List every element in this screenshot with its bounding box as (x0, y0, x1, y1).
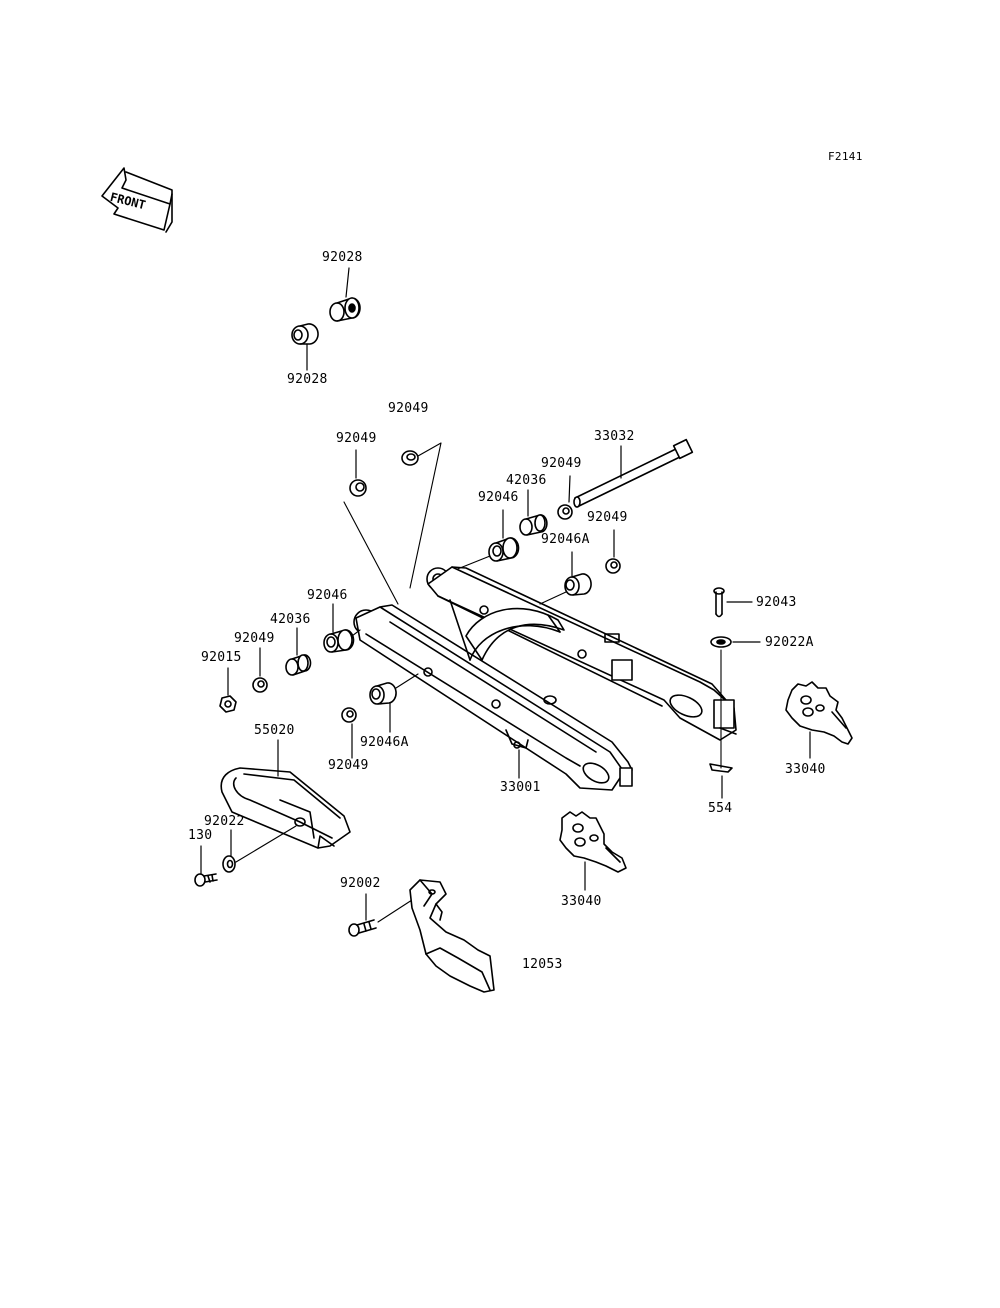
bearing-92046-upper (488, 537, 520, 562)
washer-92022 (222, 855, 236, 873)
spacer-92049-e (252, 677, 268, 693)
spacer-92049-f (341, 707, 357, 723)
label-92049-f: 92049 (328, 758, 369, 773)
label-92046A-a: 92046A (541, 532, 590, 547)
washer-92022A (710, 636, 732, 648)
chain-adjuster-33040-right (785, 681, 853, 745)
pivot-shaft-33032 (573, 438, 694, 508)
bushing-92028-top (329, 297, 361, 322)
label-42036-b: 42036 (270, 612, 311, 627)
label-92046-a: 92046 (478, 490, 519, 505)
label-92022: 92022 (204, 814, 245, 829)
bolt-92002 (348, 919, 377, 937)
label-92015: 92015 (201, 650, 242, 665)
chain-slider-55020 (220, 767, 351, 849)
diagram-code: F2141 (828, 150, 863, 163)
nut-92015 (219, 695, 237, 713)
label-92028-top: 92028 (322, 250, 363, 265)
label-92002: 92002 (340, 876, 381, 891)
label-92049-a: 92049 (388, 401, 429, 416)
label-33032: 33032 (594, 429, 635, 444)
chain-adjuster-33040-lower (559, 811, 627, 873)
label-92046A-b: 92046A (360, 735, 409, 750)
label-92049-b: 92049 (336, 431, 377, 446)
bearing-92046A-upper (564, 573, 592, 596)
spacer-92049-upper-left (349, 479, 367, 497)
sleeve-42036-lower (285, 654, 312, 676)
label-92049-e: 92049 (234, 631, 275, 646)
label-42036-a: 42036 (506, 473, 547, 488)
sleeve-42036-upper (519, 514, 548, 536)
swingarm-33001 (353, 566, 737, 791)
chain-guard-12053 (409, 879, 495, 993)
label-55020: 55020 (254, 723, 295, 738)
spacer-92049-c (557, 504, 573, 520)
pin-92043 (713, 587, 725, 618)
label-554: 554 (708, 801, 733, 816)
bushing-92028-bottom (291, 323, 319, 345)
bearing-92046-lower (323, 629, 355, 653)
front-arrow-icon (101, 167, 173, 233)
label-92046-b: 92046 (307, 588, 348, 603)
label-130: 130 (188, 828, 213, 843)
label-33040-lower: 33040 (561, 894, 602, 909)
spacer-92049-d (605, 558, 621, 574)
label-92043: 92043 (756, 595, 797, 610)
spacer-92049-upper (401, 450, 419, 466)
bolt-130 (194, 873, 218, 887)
label-33001: 33001 (500, 780, 541, 795)
label-92022A: 92022A (765, 635, 814, 650)
label-92049-c: 92049 (541, 456, 582, 471)
label-92049-d: 92049 (587, 510, 628, 525)
cotter-pin-554 (709, 763, 733, 773)
bearing-92046A-lower (369, 682, 397, 705)
label-33040-right: 33040 (785, 762, 826, 777)
label-92028-bottom: 92028 (287, 372, 328, 387)
label-12053: 12053 (522, 957, 563, 972)
